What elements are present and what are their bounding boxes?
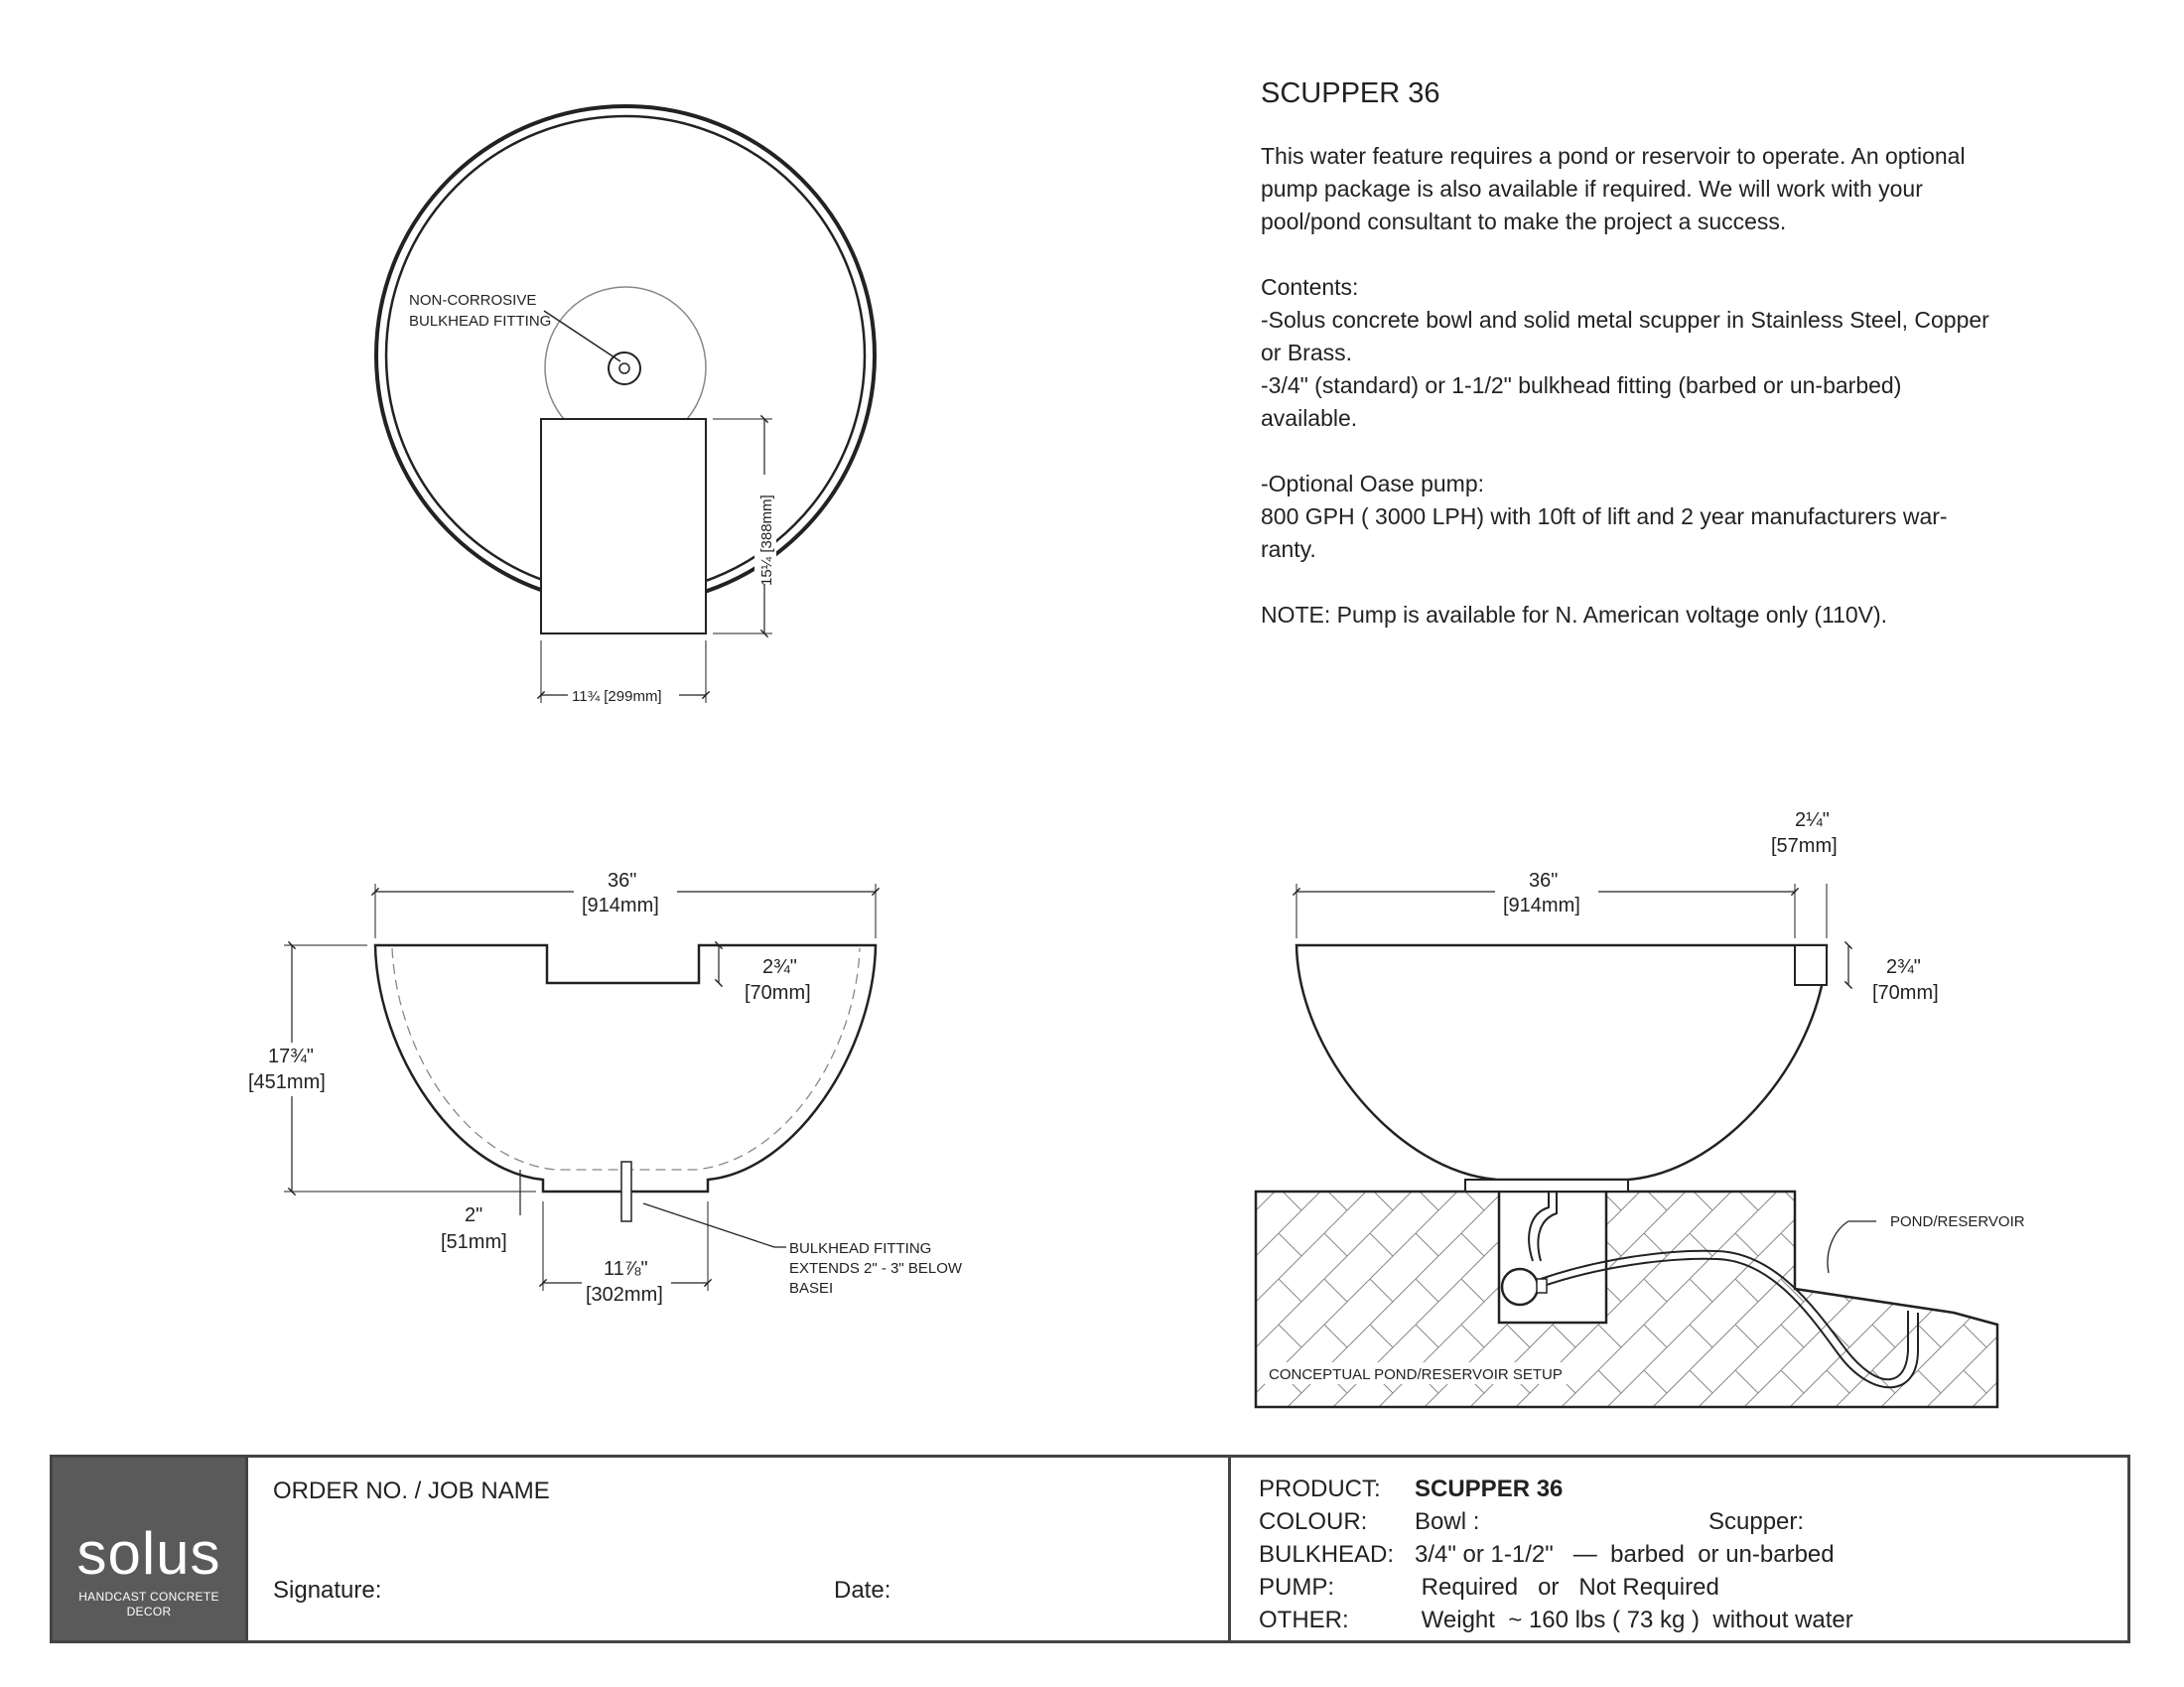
scupper-top — [540, 418, 707, 634]
pump-line: ranty. — [1261, 536, 1316, 562]
notch-mm: [70mm] — [745, 982, 811, 1004]
contents-line: -Solus concrete bowl and solid metal scu… — [1261, 307, 1989, 333]
product-box: PRODUCT: SCUPPER 36 COLOUR: Bowl : Scuppe… — [1228, 1458, 2127, 1640]
pump-riser-2 — [1537, 1192, 1558, 1262]
logo-wordmark: solus — [76, 1520, 221, 1587]
side-view: 36" [914mm] 2¾" [70mm] 17¾" [451mm] 2" [… — [244, 868, 963, 1309]
desc-line: pool/pond consultant to make the project… — [1261, 209, 1787, 234]
contents-line: -3/4" (standard) or 1-1/2" bulkhead fitt… — [1261, 372, 1902, 398]
product-key: PRODUCT: — [1259, 1476, 1381, 1502]
scupper-h-in: 2¾" — [1886, 956, 1921, 978]
bulkhead-note-2: EXTENDS 2" - 3" BELOW — [789, 1260, 963, 1277]
solus-logo: solus HANDCAST CONCRETE DECOR — [53, 1458, 245, 1640]
bulkhead-note-3: BASEI — [789, 1280, 833, 1297]
product-table: PRODUCT: SCUPPER 36 COLOUR: Bowl : Scuppe… — [1259, 1476, 1853, 1639]
logo-tagline: HANDCAST CONCRETE DECOR — [53, 1590, 245, 1619]
width-dim-label: 11¾ [299mm] — [572, 688, 662, 705]
product-spec: SCUPPER 36 This water feature requires a… — [1261, 77, 2035, 632]
base-in: 2" — [465, 1204, 482, 1226]
callout-line2: BULKHEAD FITTING — [409, 313, 551, 330]
pump-outlet — [1536, 1278, 1548, 1294]
notch-in: 2¾" — [762, 956, 797, 978]
logo-tagline-1: HANDCAST CONCRETE — [78, 1590, 219, 1604]
pond-label-leader — [1827, 1220, 1876, 1274]
pump-value: Required or Not Required — [1415, 1574, 1719, 1601]
pond-ground-hatch — [1254, 1190, 1999, 1409]
contents-line: available. — [1261, 405, 1358, 431]
pump-key: PUMP: — [1259, 1574, 1335, 1601]
callout-leader — [543, 310, 621, 362]
pump-line: 800 GPH ( 3000 LPH) with 10ft of lift an… — [1261, 503, 1948, 529]
scupper-w-mm: [57mm] — [1771, 835, 1838, 857]
pond-bowl — [1295, 943, 1829, 1182]
bulkhead-row: BULKHEAD: 3/4" or 1-1/2" — barbed or un-… — [1259, 1541, 1853, 1574]
bulkhead-pipe — [620, 1161, 632, 1222]
other-key: OTHER: — [1259, 1607, 1349, 1633]
side-height-mm: [451mm] — [248, 1071, 326, 1093]
side-width-mm: [914mm] — [582, 895, 659, 916]
other-value: Weight ~ 160 lbs ( 73 kg ) without water — [1415, 1607, 1853, 1633]
pond-width-in: 36" — [1529, 870, 1558, 892]
product-value: SCUPPER 36 — [1415, 1476, 1564, 1502]
contents-line: or Brass. — [1261, 340, 1353, 365]
desc-line: pump package is also available if requir… — [1261, 176, 1923, 202]
bulkhead-note-leader — [642, 1202, 775, 1248]
signature-label: Signature: — [273, 1577, 382, 1604]
pump-line: -Optional Oase pump: — [1261, 471, 1485, 496]
height-dim-label: 15¼ [388mm] — [758, 494, 775, 586]
colour-bowl: Bowl : — [1415, 1508, 1480, 1535]
pump-row: PUMP: Required or Not Required — [1259, 1574, 1853, 1607]
pump-hose — [1540, 1249, 1909, 1381]
pond-width-mm: [914mm] — [1503, 895, 1580, 916]
pump-hose-inner — [1540, 1257, 1919, 1389]
order-box: ORDER NO. / JOB NAME Signature: Date: — [245, 1458, 1278, 1640]
base-mm: [51mm] — [441, 1231, 507, 1253]
bulkhead-fitting-inner — [618, 362, 630, 374]
contents-heading: Contents: — [1261, 274, 1359, 300]
bulkhead-key: BULKHEAD: — [1259, 1541, 1395, 1568]
product-title: SCUPPER 36 — [1261, 77, 1440, 109]
product-row: PRODUCT: SCUPPER 36 — [1259, 1476, 1853, 1508]
pond-bowl-foot — [1464, 1179, 1629, 1193]
logo-tagline-2: DECOR — [126, 1605, 172, 1618]
pump-icon — [1500, 1267, 1540, 1307]
bowl-section-outline — [373, 943, 878, 1194]
title-block: solus HANDCAST CONCRETE DECOR ORDER NO. … — [50, 1455, 2130, 1643]
date-label: Date: — [834, 1577, 891, 1604]
colour-row: COLOUR: Bowl : Scupper: — [1259, 1508, 1853, 1541]
order-label: ORDER NO. / JOB NAME — [273, 1477, 550, 1504]
colour-key: COLOUR: — [1259, 1508, 1368, 1535]
pond-label: POND/RESERVOIR — [1890, 1213, 2025, 1230]
top-view: NON-CORROSIVE BULKHEAD FITTING 15¼ [388m… — [374, 104, 877, 707]
scupper-h-mm: [70mm] — [1872, 982, 1939, 1004]
pump-riser — [1528, 1192, 1550, 1262]
bulkhead-value: 3/4" or 1-1/2" — barbed or un-barbed — [1415, 1541, 1835, 1568]
voltage-note: NOTE: Pump is available for N. American … — [1261, 602, 1888, 628]
colour-scupper: Scupper: — [1708, 1508, 1805, 1535]
foot-mm: [302mm] — [586, 1284, 663, 1306]
foot-in: 11⅞" — [604, 1258, 648, 1280]
bulkhead-note-1: BULKHEAD FITTING — [789, 1240, 931, 1257]
pond-view: 36" [914mm] 2¼" [57mm] 2¾" [70mm] POND/R… — [1254, 809, 2025, 1409]
scupper-w-in: 2¼" — [1795, 809, 1830, 831]
scupper-spout — [1794, 944, 1828, 986]
desc-line: This water feature requires a pond or re… — [1261, 143, 1966, 169]
callout-line1: NON-CORROSIVE — [409, 292, 536, 309]
other-row: OTHER: Weight ~ 160 lbs ( 73 kg ) withou… — [1259, 1607, 1853, 1639]
side-width-in: 36" — [608, 870, 636, 892]
side-height-in: 17¾" — [268, 1046, 314, 1067]
setup-label: CONCEPTUAL POND/RESERVOIR SETUP — [1269, 1366, 1563, 1383]
bulkhead-fitting-outer — [608, 351, 641, 385]
